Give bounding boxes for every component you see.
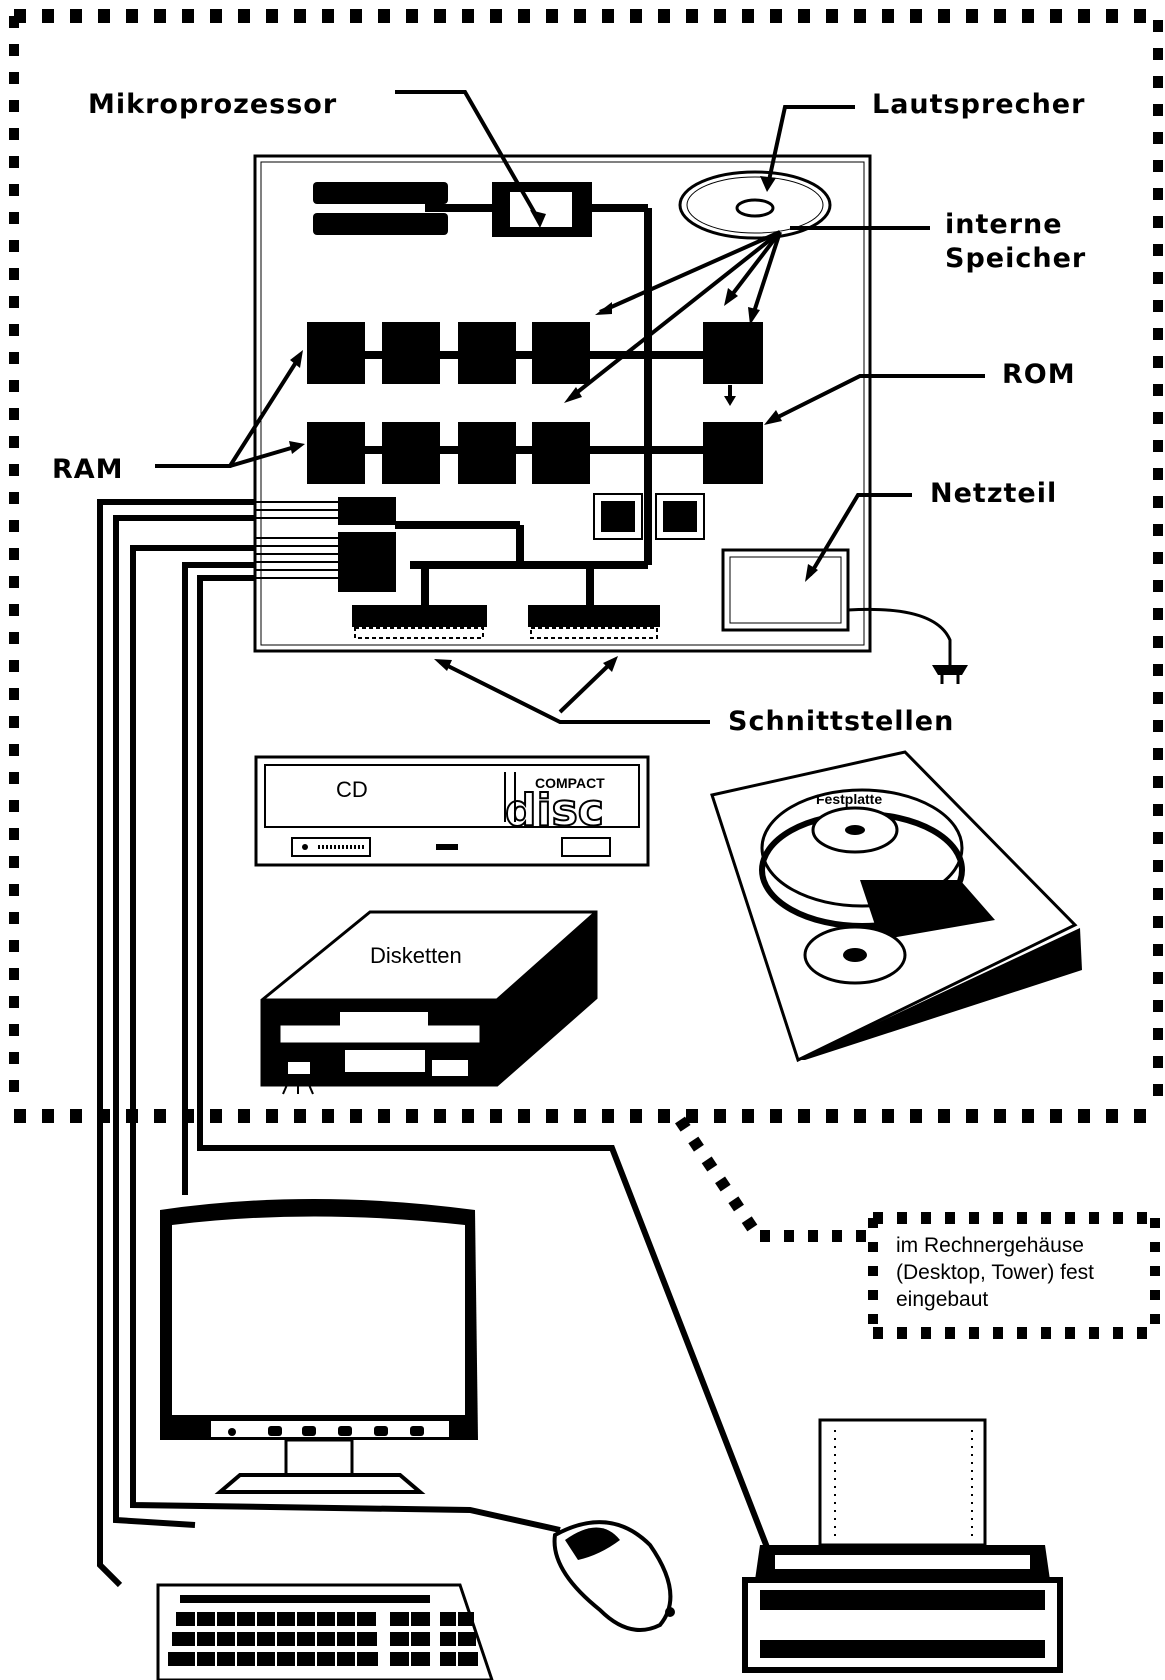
cpu-chip (492, 182, 592, 237)
label-internal-memory-line2: Speicher (945, 243, 1086, 274)
interface-slots (352, 605, 660, 638)
label-internal-memory-line1: interne (945, 209, 1063, 240)
note-line-2: (Desktop, Tower) fest (896, 1261, 1094, 1284)
label-ram: RAM (52, 454, 124, 485)
note-line-3: eingebaut (896, 1288, 988, 1311)
system-bus (340, 208, 740, 610)
floppy-drive (262, 912, 596, 1094)
cd-logo-disc: disc (505, 785, 604, 836)
label-rom: ROM (1002, 359, 1076, 390)
power-supply-unit (723, 550, 950, 665)
io-connector-lines (255, 502, 338, 578)
hard-disk (712, 752, 1082, 1060)
note-pointer (680, 1120, 870, 1236)
label-power-supply: Netzteil (930, 478, 1057, 509)
label-cd: CD (336, 777, 368, 802)
label-floppy: Disketten (370, 943, 462, 968)
keyboard (158, 1585, 492, 1680)
plug-icon (932, 665, 968, 684)
note-line-1: im Rechnergehäuse (896, 1234, 1084, 1257)
ram-chips (307, 322, 590, 484)
printer (745, 1420, 1060, 1670)
label-microprocessor: Mikroprozessor (88, 89, 337, 120)
monitor (160, 1199, 478, 1492)
rom-chips (703, 322, 763, 484)
label-hard-disk: Festplatte (816, 791, 882, 807)
label-interfaces: Schnittstellen (728, 706, 954, 737)
label-speaker: Lautsprecher (872, 89, 1085, 120)
mouse (555, 1522, 675, 1630)
